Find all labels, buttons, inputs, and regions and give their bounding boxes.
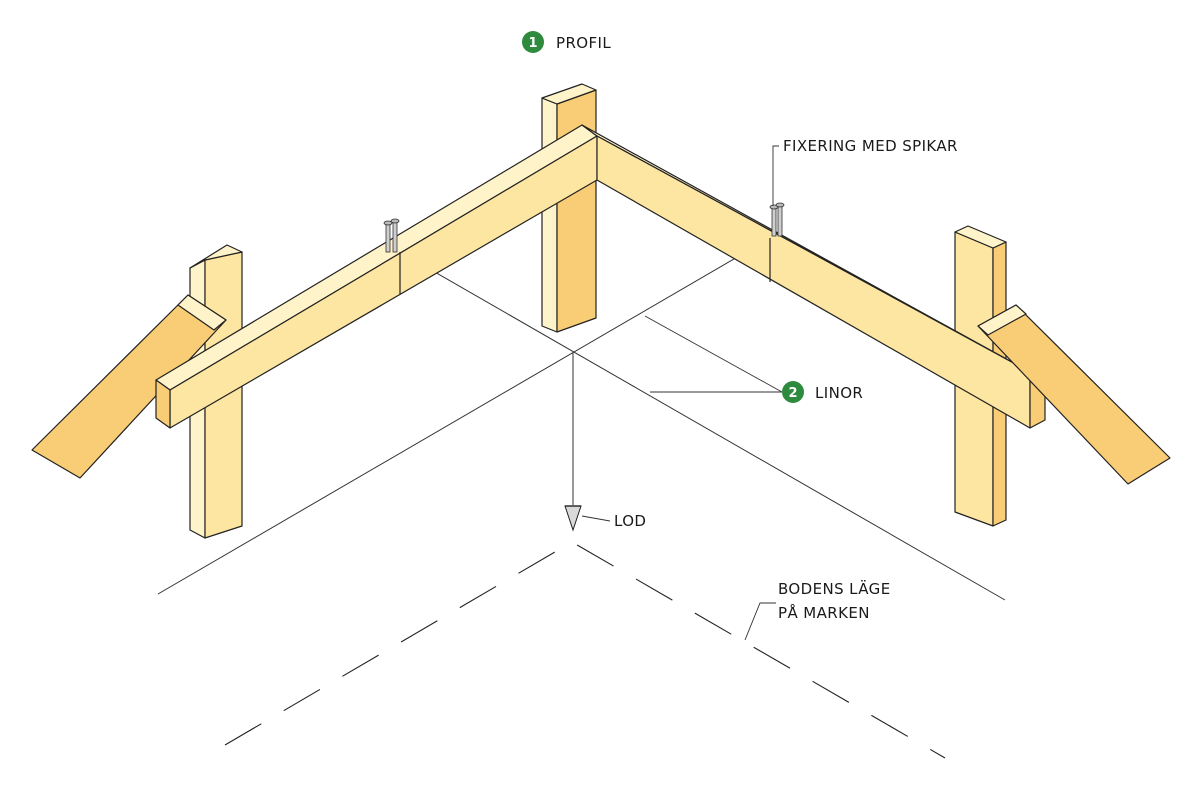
left-brace (31, 294, 227, 479)
linor-label: 2 LINOR (644, 315, 863, 403)
fixering-label: FIXERING MED SPIKAR (772, 137, 958, 206)
badge-2-number: 2 (788, 386, 797, 401)
right-brace (977, 304, 1171, 485)
badge-1 (522, 31, 544, 53)
nail-icon-left (383, 218, 400, 253)
bodens-lage-label: BODENS LÄGE PÅ MARKEN (744, 579, 891, 641)
string-lines (157, 237, 1006, 601)
fixering-text: FIXERING MED SPIKAR (783, 137, 958, 155)
nail-icon-right (769, 202, 785, 237)
profil-label: 1 PROFIL (522, 31, 611, 53)
middle-stake (541, 83, 597, 333)
building-footprint-dashed (224, 541, 946, 759)
left-board (155, 124, 598, 429)
badge-2 (782, 381, 804, 403)
lod-text: LOD (614, 512, 646, 530)
linor-text: LINOR (815, 384, 863, 402)
profil-text: PROFIL (556, 34, 611, 52)
lod-label: LOD (581, 512, 646, 530)
plumb-bob-icon (564, 505, 582, 532)
badge-1-number: 1 (528, 36, 537, 51)
bodens-lage-line2: PÅ MARKEN (778, 603, 870, 622)
bodens-lage-line1: BODENS LÄGE (778, 579, 891, 598)
